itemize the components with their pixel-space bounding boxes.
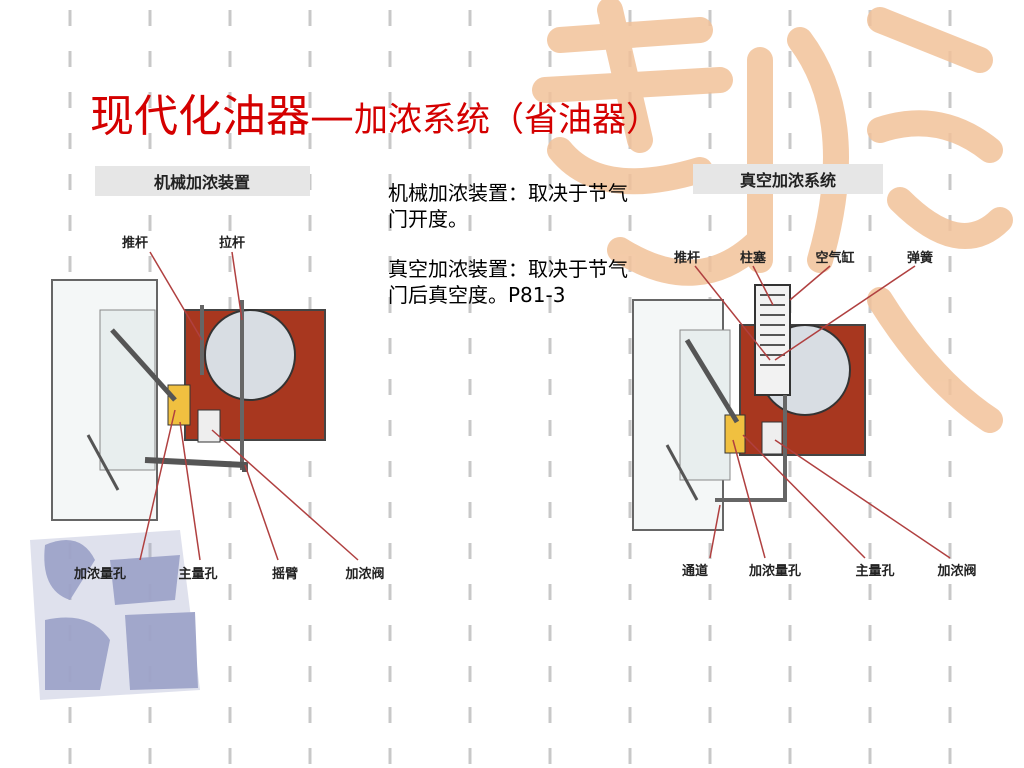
vac-leader-main-jet: [742, 434, 866, 559]
mech-label-main-jet: 主量孔: [178, 566, 217, 582]
vac-label-enrich-valve: 加浓阀: [936, 563, 976, 579]
vac-leader-spring: [774, 265, 916, 361]
vac-label-air-cylinder: 空气缸: [815, 250, 854, 266]
mech-leader-enrich-jet: [139, 409, 176, 561]
vac-label-spring: 弹簧: [907, 250, 933, 266]
mech-rocker-arm: [144, 457, 248, 472]
vac-caption-box: [693, 164, 883, 194]
vac-leader-cyl: [789, 265, 831, 301]
vac-description: 真空加浓装置：取决于节气门后真空度。P81-3: [388, 256, 628, 308]
mech-body-inner: [99, 309, 156, 471]
vac-passage: [715, 395, 787, 502]
vac-needle: [665, 444, 699, 501]
vac-label-main-jet: 主量孔: [855, 563, 894, 579]
vacuum-enrichment-diagram: 真空加浓系统 推杆 柱塞 空气缸 弹簧 通道 加浓量孔 主量孔 加浓阀: [632, 164, 977, 579]
calligraphy-watermark: [532, 0, 1013, 433]
mech-leader-pull: [231, 251, 243, 321]
mech-leader-push: [149, 251, 203, 341]
vac-valve: [761, 421, 783, 455]
seal-stamp: [30, 530, 200, 700]
mech-label-enrich-jet: 加浓量孔: [73, 566, 126, 582]
vac-leader-piston: [752, 265, 774, 306]
vac-body-inner: [679, 329, 731, 481]
vac-description-text: 真空加浓装置：取决于节气门后真空度。: [388, 257, 628, 307]
slide-title: 现代化油器—加浓系统（省油器）: [90, 80, 660, 144]
vac-label-push-rod: 推杆: [674, 250, 700, 266]
mech-needle: [86, 434, 120, 491]
mechanical-enrichment-diagram: 机械加浓装置 推杆 拉杆 加浓量孔 主量孔 摇臂 加浓阀: [51, 166, 385, 582]
vac-leader-enrich-jet: [732, 439, 766, 559]
vac-air-cylinder: [754, 284, 791, 396]
mech-label-enrich-valve: 加浓阀: [344, 566, 384, 582]
vac-label-piston: 柱塞: [740, 250, 767, 266]
vac-caption: 真空加浓系统: [740, 171, 836, 190]
vac-throttle-arm: [684, 338, 740, 424]
title-sub: 加浓系统（省油器）: [354, 100, 660, 140]
mech-throttle-arm: [110, 328, 177, 402]
vac-leader-passage: [709, 504, 721, 559]
vac-label-enrich-jet: 加浓量孔: [748, 563, 801, 579]
mech-caption-box: [95, 166, 310, 196]
mech-jet-block: [167, 384, 191, 426]
mech-valve: [197, 409, 221, 443]
mech-leader-main-jet: [179, 421, 201, 561]
mech-label-rocker-arm: 摇臂: [272, 566, 298, 582]
mech-leader-rocker: [244, 464, 279, 561]
vac-leader-push: [694, 265, 771, 361]
mech-leader-valve: [211, 429, 359, 561]
vac-label-passage: 通道: [682, 563, 708, 579]
mech-description: 机械加浓装置：取决于节气门开度。: [388, 181, 628, 231]
vac-leader-valve: [774, 439, 951, 559]
mech-float: [204, 309, 296, 401]
title-main: 现代化油器—: [90, 91, 354, 142]
page-reference: P81-3: [508, 283, 566, 307]
description-text: 机械加浓装置：取决于节气门开度。 真空加浓装置：取决于节气门后真空度。P81-3: [388, 180, 628, 332]
mech-label-pull-rod: 拉杆: [219, 235, 245, 251]
mech-caption: 机械加浓装置: [154, 173, 250, 192]
mech-label-push-rod: 推杆: [122, 235, 148, 251]
